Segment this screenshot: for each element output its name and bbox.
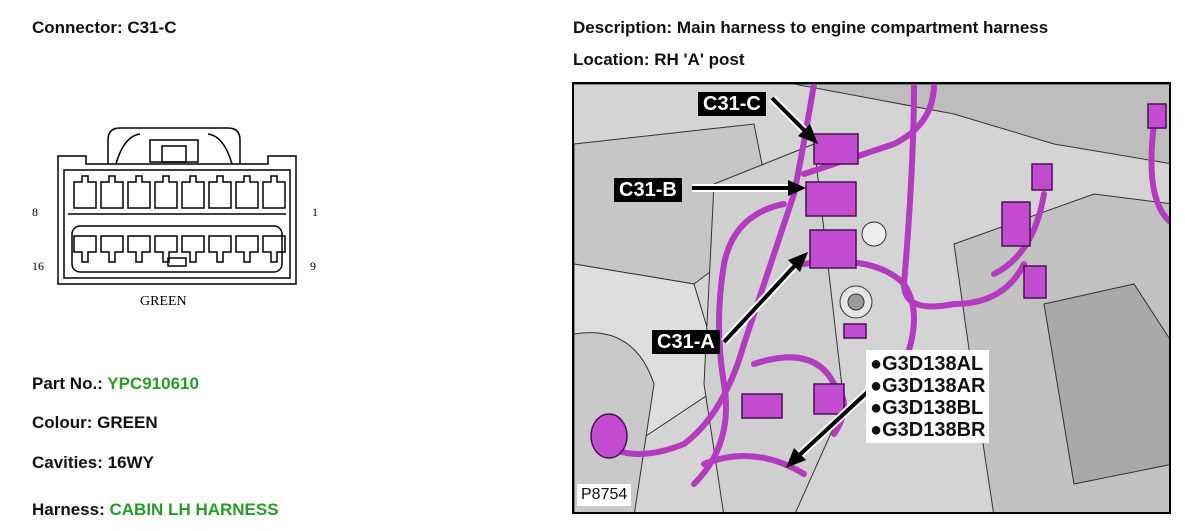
terminal-cavity-top <box>181 175 205 209</box>
description-label: Description: <box>573 18 673 37</box>
connector-colour-caption: GREEN <box>140 294 187 309</box>
location-row: Location: RH 'A' post <box>573 50 744 70</box>
terminal-cavity-top <box>262 175 286 209</box>
terminal-cavity-bottom <box>208 235 232 263</box>
callout-c31-b: C31-B <box>614 178 682 202</box>
harness-value[interactable]: CABIN LH HARNESS <box>109 500 279 519</box>
terminal-cavity-top <box>208 175 232 209</box>
terminal-cavity-top <box>73 175 97 209</box>
bullet-icon: ● <box>870 353 883 375</box>
colour-value: GREEN <box>97 413 158 432</box>
cavities-label: Cavities: <box>32 453 103 472</box>
ground-points-list: ●G3D138AL ●G3D138AR ●G3D138BL ●G3D138BR <box>866 350 990 443</box>
ground-point-item: ●G3D138AL <box>870 353 984 375</box>
terminal-cavity-bottom <box>235 235 259 263</box>
pin-label-16: 16 <box>32 259 44 273</box>
colour-label: Colour: <box>32 413 93 432</box>
part-number-label: Part No.: <box>32 374 103 393</box>
connector-c31-b-block <box>805 181 857 217</box>
vehicle-a-post-illustration <box>574 84 1169 512</box>
bullet-icon: ● <box>870 375 883 397</box>
part-number-row: Part No.: YPC910610 <box>32 374 199 394</box>
location-label: Location: <box>573 50 650 69</box>
connector-c31-c-block <box>813 133 859 165</box>
connector-heading: Connector: C31-C <box>32 18 177 38</box>
pin-label-9: 9 <box>310 259 316 273</box>
terminal-cavity-top <box>235 175 259 209</box>
ground-point-item: ●G3D138BL <box>870 397 984 419</box>
connector-c31-a-block <box>809 229 857 269</box>
description-value: Main harness to engine compartment harne… <box>676 18 1049 37</box>
pin-label-8: 8 <box>32 205 38 219</box>
terminal-cavity-bottom <box>154 235 178 263</box>
connector-face-diagram: 8 1 16 9 GREEN <box>32 127 318 309</box>
ground-point-item: ●G3D138AR <box>870 375 986 397</box>
connector-label: Connector: <box>32 18 123 37</box>
colour-row: Colour: GREEN <box>32 413 158 433</box>
location-value: RH 'A' post <box>654 50 745 69</box>
pin-label-1: 1 <box>312 205 318 219</box>
cavities-value: 16WY <box>107 453 154 472</box>
photo-reference: P8754 <box>577 484 632 506</box>
connector-id: C31-C <box>127 18 177 37</box>
terminal-cavity-top <box>127 175 151 209</box>
harness-row: Harness: CABIN LH HARNESS <box>32 500 279 520</box>
terminal-cavity-top <box>154 175 178 209</box>
callout-c31-a: C31-A <box>652 330 720 354</box>
location-photo: C31-C C31-B C31-A ●G3D138AL ●G3D138AR ●G… <box>572 82 1171 514</box>
terminal-cavity-bottom <box>181 235 205 263</box>
harness-label: Harness: <box>32 500 105 519</box>
part-number-value[interactable]: YPC910610 <box>107 374 199 393</box>
description-row: Description: Main harness to engine comp… <box>573 18 1048 38</box>
terminal-cavity-bottom <box>73 235 97 263</box>
cavities-row: Cavities: 16WY <box>32 453 154 473</box>
bullet-icon: ● <box>870 397 883 419</box>
terminal-cavity-bottom <box>127 235 151 263</box>
terminal-cavity-bottom <box>262 235 286 263</box>
callout-c31-c: C31-C <box>698 92 766 116</box>
bullet-icon: ● <box>870 419 883 441</box>
ground-point-item: ●G3D138BR <box>870 419 986 441</box>
terminal-cavity-top <box>100 175 124 209</box>
terminal-cavity-bottom <box>100 235 124 263</box>
